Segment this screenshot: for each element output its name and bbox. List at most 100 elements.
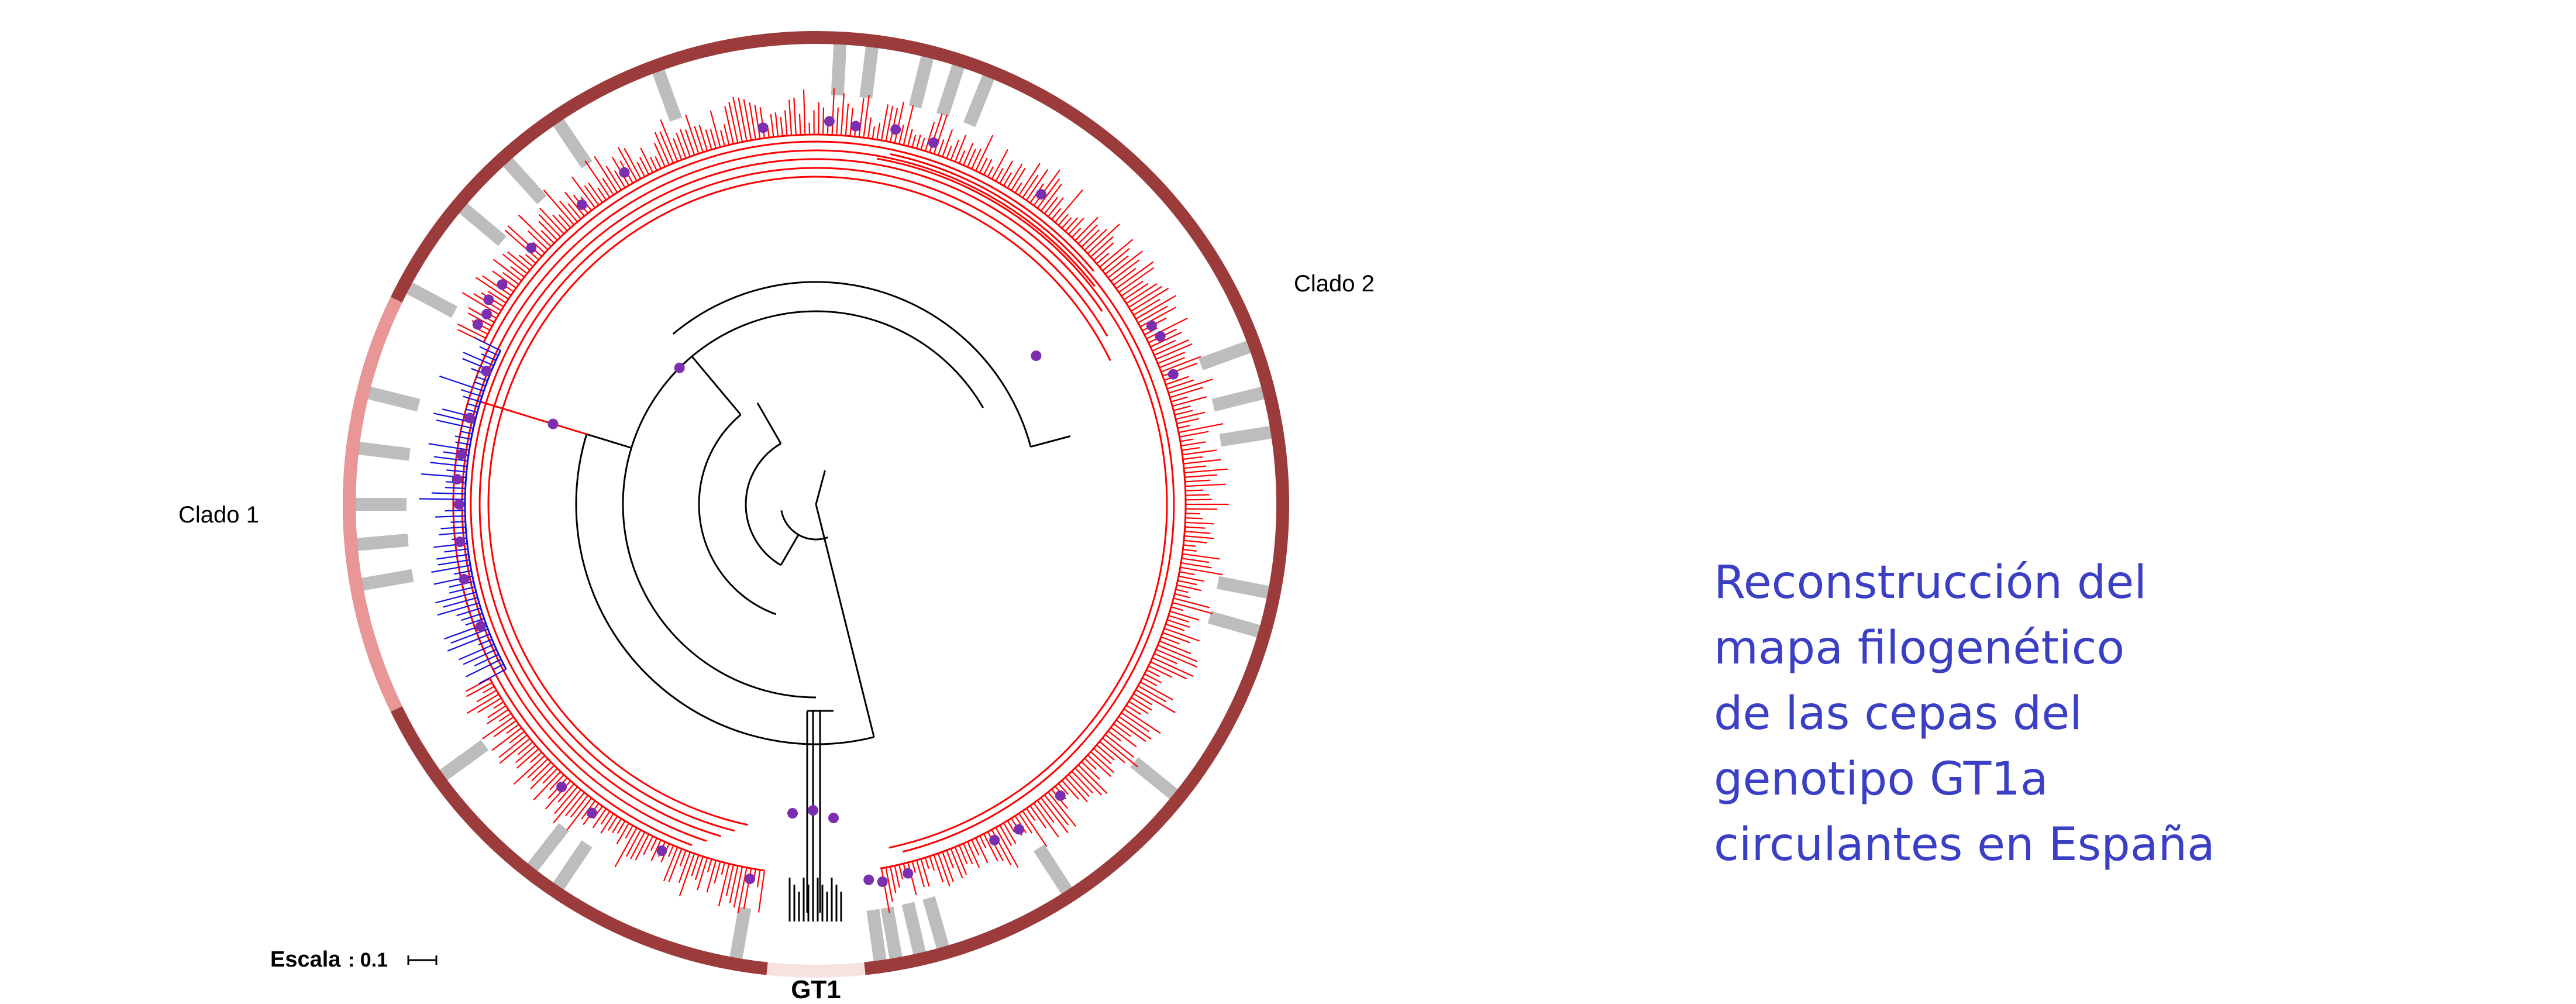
node-marker <box>863 874 874 885</box>
leaf-branch-clade-2 <box>1096 253 1110 264</box>
leaf-branch-clade-2 <box>933 114 948 154</box>
node-marker <box>989 834 1000 845</box>
leaf-branch-clade-2 <box>1058 783 1069 795</box>
leaf-branch-clade-2 <box>697 857 708 890</box>
leaf-branch-clade-2 <box>507 225 542 257</box>
leaf-branch-clade-2 <box>1093 748 1112 765</box>
leaf-branch-clade-2 <box>954 135 967 162</box>
leaf-branch-clade-2 <box>911 861 916 873</box>
leaf-branch-clade-2 <box>487 290 507 304</box>
leaf-branch-clade-1 <box>492 663 504 671</box>
leaf-branch-clade-2 <box>493 720 517 738</box>
leaf-branch-clade-1 <box>456 607 481 617</box>
leaf-branch-clade-2 <box>885 867 893 902</box>
node-marker <box>576 199 587 210</box>
leaf-branch-clade-2 <box>1183 544 1196 547</box>
leaf-branch-clade-2 <box>784 110 788 136</box>
leaf-branch-clade-2 <box>1185 508 1218 510</box>
leaf-branch-clade-2 <box>942 851 955 883</box>
leaf-branch-clade-2 <box>654 132 670 166</box>
leaf-branch-clade-2 <box>1036 178 1060 209</box>
leaf-branch-clade-2 <box>1139 307 1177 328</box>
leaf-branch-clade-2 <box>1087 224 1120 255</box>
highlight-band <box>357 442 411 461</box>
leaf-branch-clade-2 <box>1058 214 1069 226</box>
leaf-branch-clade-2 <box>1169 610 1200 621</box>
leaf-branch-clade-2 <box>518 255 533 267</box>
leaf-branch-clade-2 <box>694 856 704 881</box>
leaf-branch-clade-2 <box>457 323 486 339</box>
highlight-band <box>367 386 421 412</box>
leaf-branch-clade-2 <box>588 183 603 203</box>
leaf-branch-clade-2 <box>1167 379 1194 390</box>
leaf-branch-clade-2 <box>1044 197 1058 214</box>
leaf-branch-clade-2 <box>937 139 945 156</box>
leaf-branch-clade-2 <box>1071 771 1093 794</box>
leaf-branch-clade-2 <box>1184 531 1211 534</box>
node-marker <box>464 412 476 424</box>
backbone-arc-inner <box>698 414 777 616</box>
highlight-band <box>859 46 879 99</box>
leaf-branch-clade-2 <box>780 116 783 136</box>
leaf-branch-clade-2 <box>946 850 955 869</box>
highlight-band <box>439 740 489 781</box>
leaf-branch-clade-2 <box>890 866 897 893</box>
node-marker <box>1055 790 1066 801</box>
leaf-branch-clade-2 <box>481 275 512 296</box>
backbone-connector <box>815 504 875 738</box>
leaf-branch-clade-2 <box>987 166 994 177</box>
leaf-branch-clade-2 <box>481 716 514 740</box>
leaf-branch-clade-2 <box>1087 754 1111 778</box>
inner-red-arc <box>478 167 1108 832</box>
leaf-branch-clade-2 <box>1081 761 1100 780</box>
node-marker <box>824 116 835 127</box>
node-marker <box>808 805 818 816</box>
leaf-branch-clade-2 <box>1153 652 1177 665</box>
tree-backbone <box>575 281 1071 922</box>
node-marker <box>475 621 486 632</box>
leaf-branch-clade-2 <box>1040 183 1063 212</box>
leaf-branch-clade-2 <box>1183 456 1203 460</box>
leaf-branch-clade-2 <box>710 110 721 147</box>
leaf-branch-clade-2 <box>1185 483 1227 487</box>
leaf-branch-clade-2 <box>1102 737 1138 768</box>
inner-red-arc <box>487 176 1111 826</box>
leaf-branch-clade-2 <box>600 810 611 825</box>
inner-red-arc <box>461 149 1096 842</box>
leaf-branch-clade-2 <box>1051 208 1062 220</box>
leaf-branch-clade-2 <box>770 114 774 137</box>
leaf-branch-clade-2 <box>493 701 504 709</box>
leaf-branch-clade-2 <box>529 751 542 764</box>
leaf-branch-clade-1 <box>475 376 488 381</box>
leaf-branch-clade-2 <box>706 860 717 893</box>
leaf-branch-clade-2 <box>564 191 585 217</box>
leaf-branch-clade-2 <box>557 783 575 803</box>
leaf-branch-clade-2 <box>1084 758 1097 770</box>
leaf-branch-clade-2 <box>527 231 549 250</box>
leaf-branch-clade-2 <box>635 834 650 861</box>
caption-line-2: mapa filogenético <box>1714 622 2125 675</box>
leaf-branch-clade-2 <box>515 745 536 764</box>
leaf-branch-clade-2 <box>498 734 528 758</box>
leaf-branch-clade-2 <box>676 132 687 159</box>
leaf-branch-clade-2 <box>636 161 646 177</box>
leaf-branch-clade-1 <box>458 644 495 661</box>
leaf-branch-clade-2 <box>567 203 581 219</box>
leaf-branch-clade-1 <box>419 498 466 500</box>
leaf-branch-clade-2 <box>1184 474 1218 478</box>
leaf-branch-clade-2 <box>1176 418 1199 425</box>
leaf-branch-clade-2 <box>724 106 734 145</box>
leaf-branch-clade-2 <box>1131 697 1152 711</box>
backbone-arc-core <box>745 442 781 566</box>
leaf-branch-clade-2 <box>1036 800 1055 823</box>
inner-red-arcs <box>452 140 1175 853</box>
leaf-branch-clade-2 <box>625 829 642 857</box>
scale-bar: Escala : 0.1 <box>270 947 438 972</box>
leaf-branch-clade-2 <box>1025 807 1036 821</box>
leaf-branch-clade-1 <box>435 515 466 518</box>
node-marker <box>903 868 914 879</box>
leaf-branch-clade-1 <box>433 456 468 462</box>
leaf-branch-clade-2 <box>614 827 638 868</box>
leaf-branch-clade-2 <box>1160 636 1180 645</box>
leaf-branch-clade-2 <box>718 864 730 907</box>
